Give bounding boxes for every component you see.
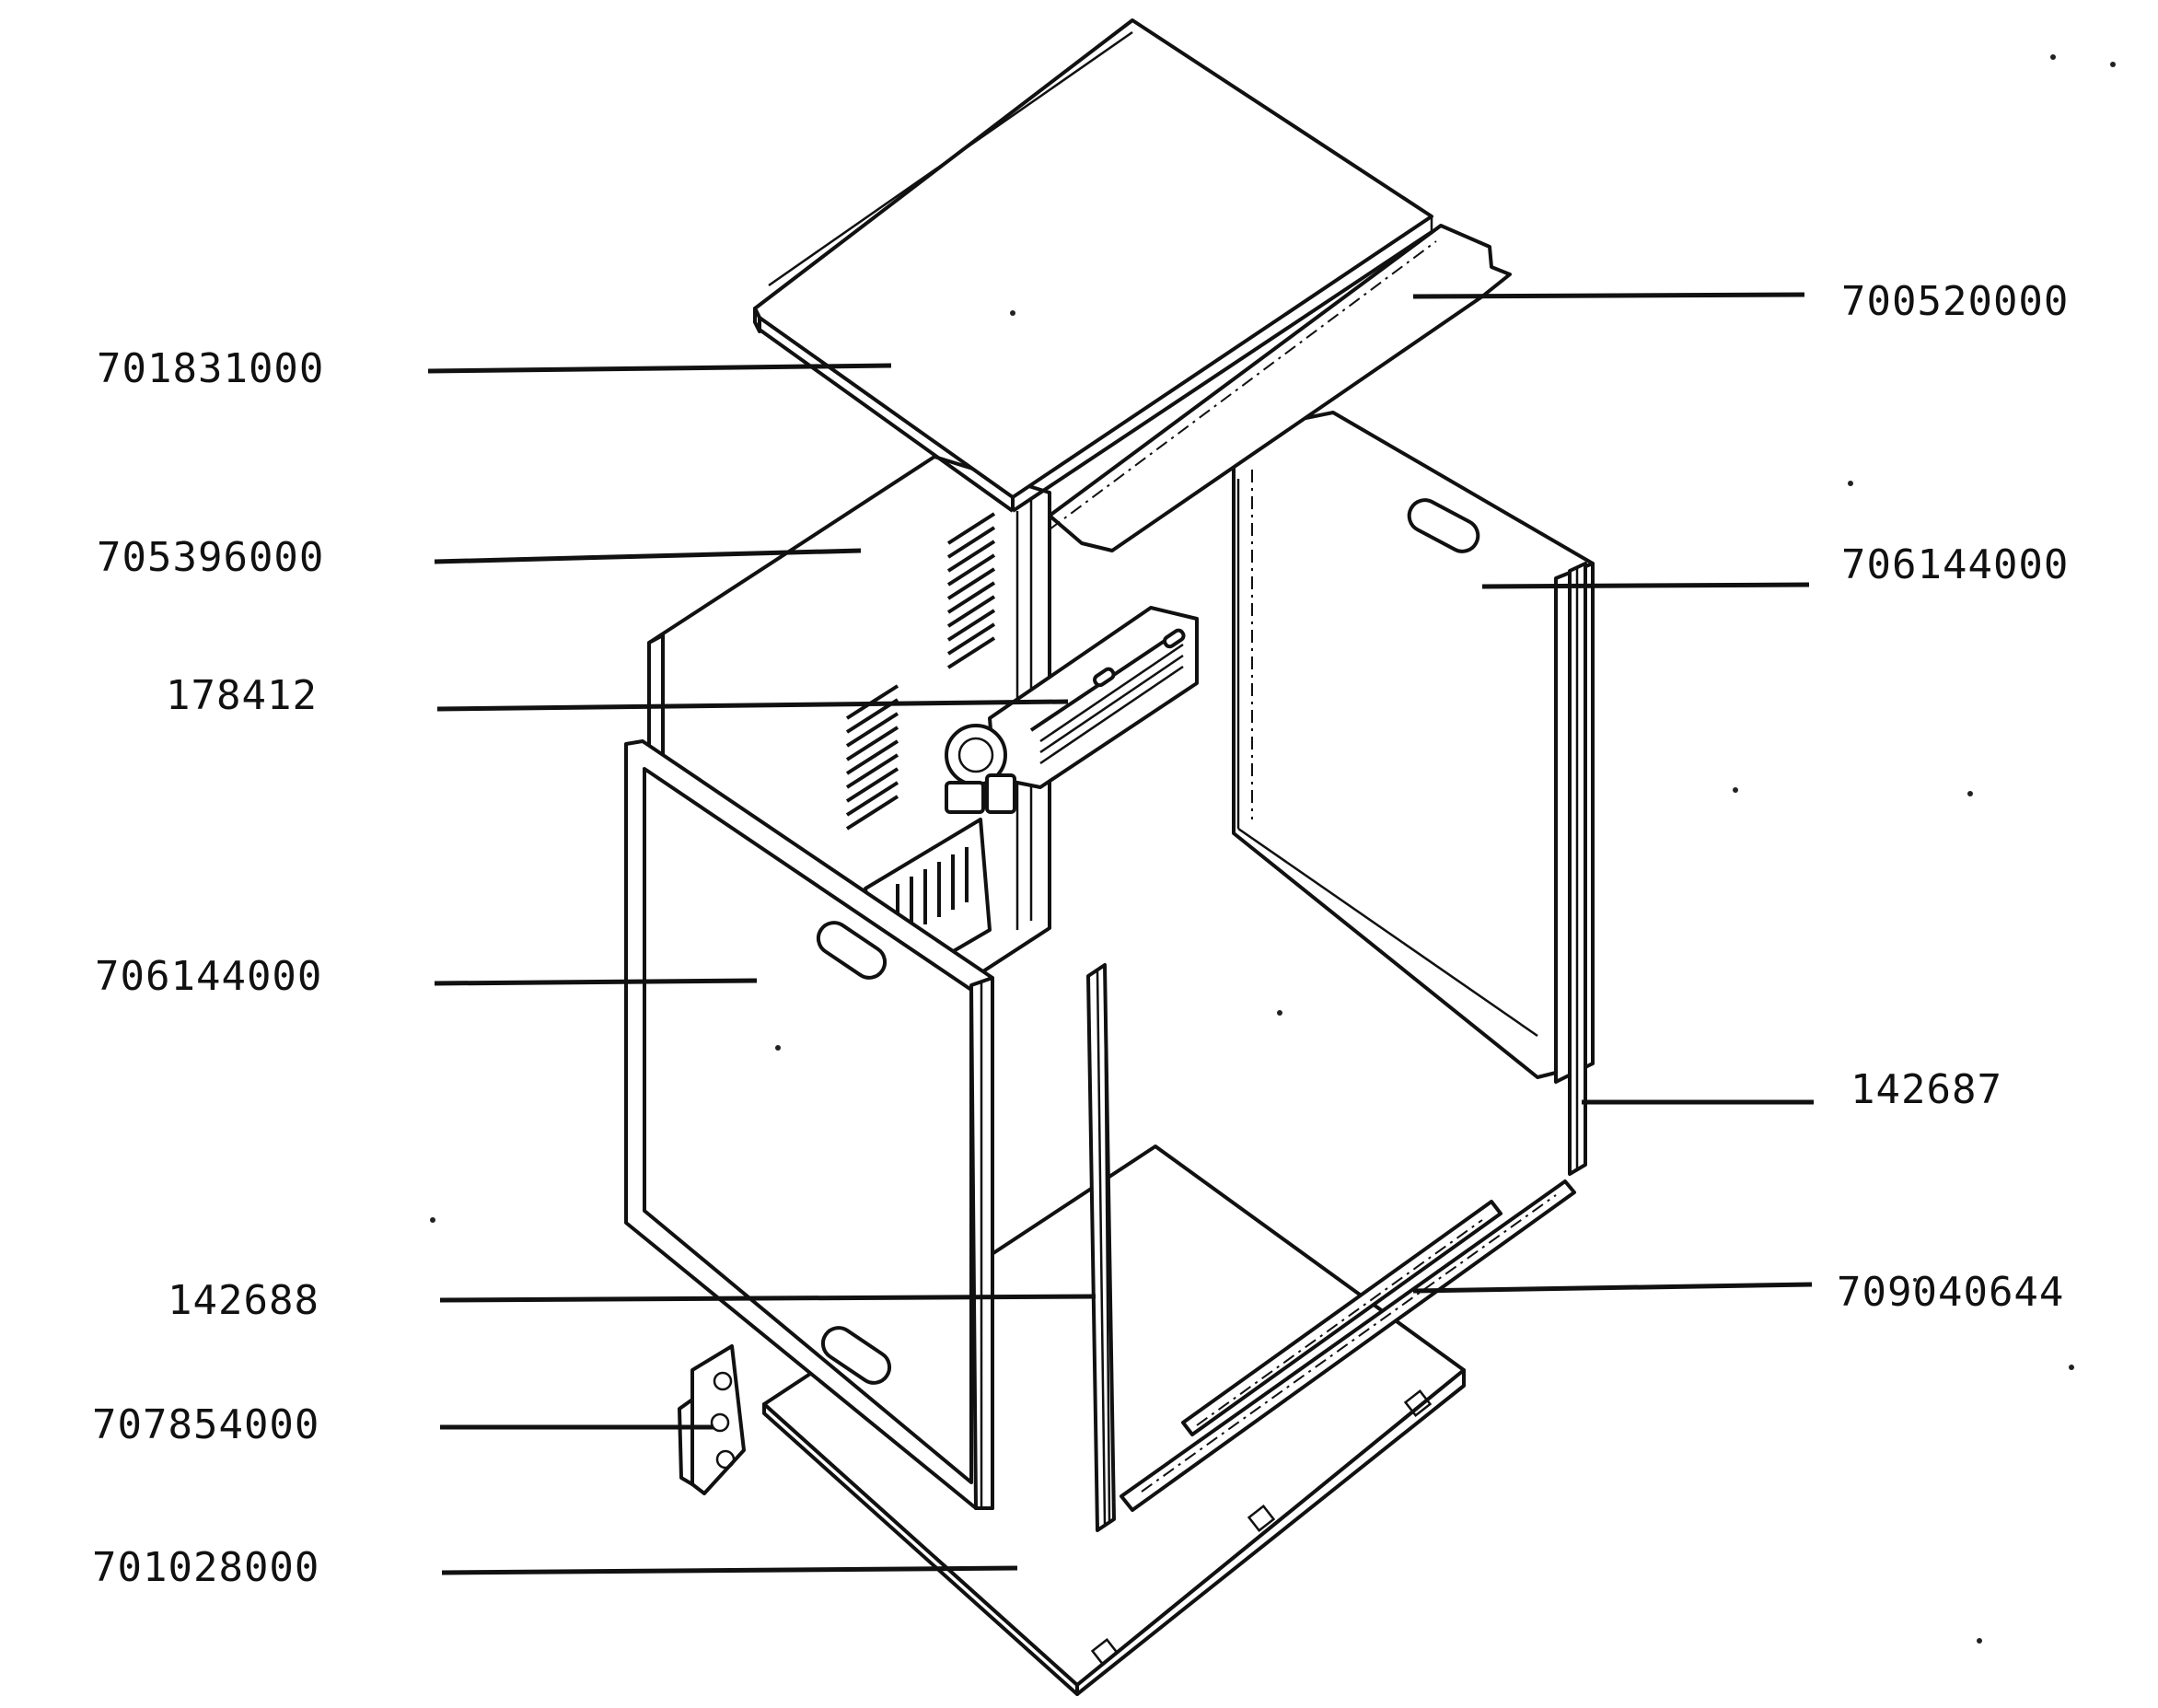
leader-front-rail bbox=[439, 1294, 1096, 1303]
label-bracket: 707854000 bbox=[92, 1401, 319, 1448]
duct-assembly bbox=[945, 606, 1199, 814]
label-base-plate: 701028000 bbox=[92, 1544, 319, 1591]
scan-specks bbox=[430, 54, 2116, 1644]
label-duct-assembly: 178412 bbox=[166, 672, 318, 719]
top-rear-plate bbox=[1048, 224, 1512, 552]
label-front-rail: 142688 bbox=[168, 1277, 319, 1324]
label-top-cover: 701831000 bbox=[97, 345, 324, 392]
leader-left-side-panel bbox=[434, 978, 758, 986]
leader-lines bbox=[427, 292, 1814, 1575]
top-cover bbox=[753, 18, 1433, 513]
back-panel-vents-lower bbox=[845, 684, 899, 831]
right-rail bbox=[1568, 562, 1587, 1176]
leader-base-plate bbox=[441, 1565, 1018, 1575]
front-rail bbox=[1086, 963, 1116, 1532]
label-top-rear-plate: 700520000 bbox=[1841, 278, 2069, 325]
part-labels: 701831000 700520000 705396000 706144000 … bbox=[92, 278, 2069, 1591]
leader-back-panel bbox=[434, 548, 862, 564]
label-right-side-panel: 706144000 bbox=[1841, 541, 2069, 588]
leader-top-rear-plate bbox=[1412, 292, 1805, 299]
label-back-panel: 705396000 bbox=[97, 534, 324, 581]
label-bottom-rail: 709040644 bbox=[1837, 1269, 2064, 1316]
label-right-rail: 142687 bbox=[1851, 1066, 2002, 1113]
left-side-panel bbox=[624, 739, 994, 1510]
leader-bottom-rail bbox=[1412, 1282, 1813, 1294]
back-panel-vents-upper bbox=[946, 512, 996, 669]
leader-duct-assembly bbox=[436, 699, 1069, 712]
bottom-rail bbox=[1120, 1179, 1576, 1512]
leader-top-cover bbox=[427, 363, 892, 374]
leader-right-side-panel bbox=[1481, 582, 1810, 589]
bracket bbox=[678, 1344, 746, 1495]
right-side-panel bbox=[1232, 411, 1595, 1084]
label-left-side-panel: 706144000 bbox=[95, 953, 322, 1000]
